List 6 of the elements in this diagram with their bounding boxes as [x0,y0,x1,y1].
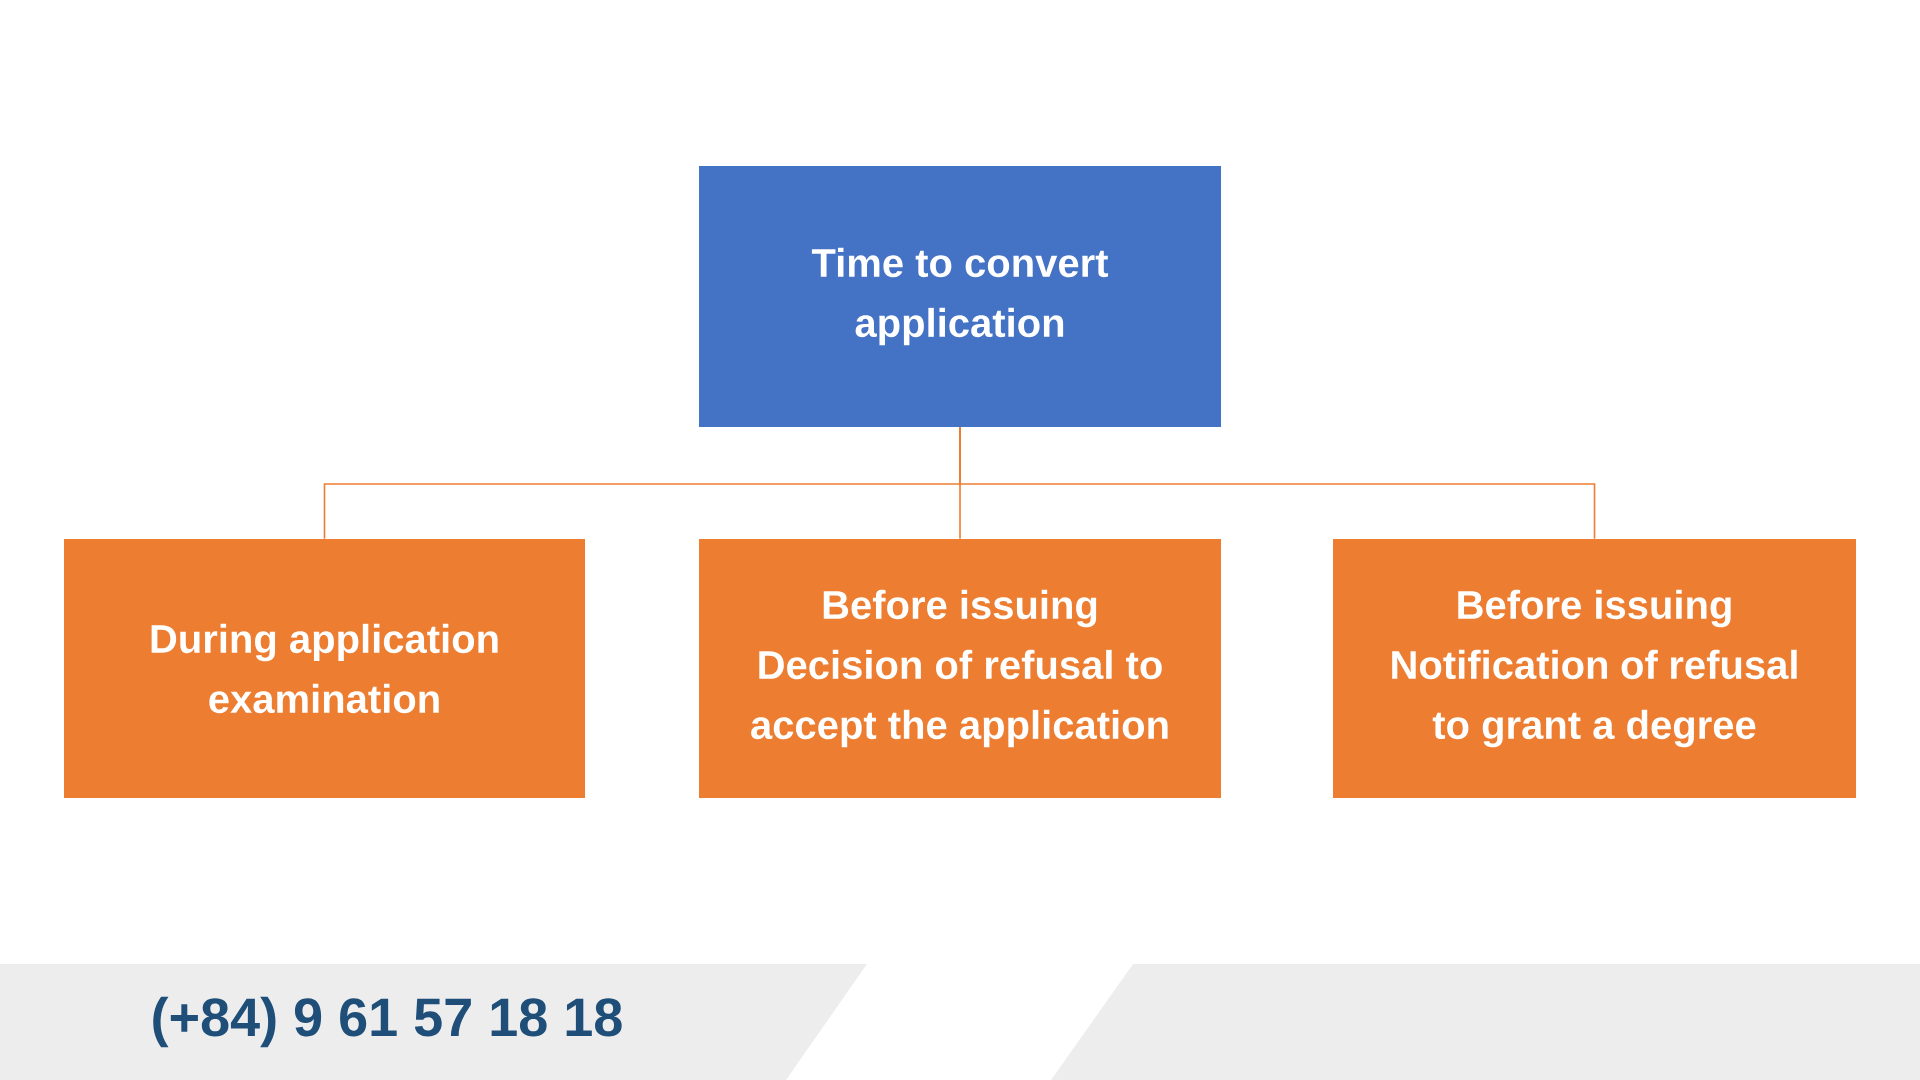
child-box: Before issuing Notification of refusal to grant a degree [1333,539,1856,798]
child-box: During application examination [64,539,585,798]
connector-line [959,426,1596,540]
phone-number: (+84) 9 61 57 18 18 [153,996,622,1048]
child-box: Before issuing Decision of refusal to accept the application [699,539,1221,798]
root-box: Time to convert application [699,166,1221,427]
